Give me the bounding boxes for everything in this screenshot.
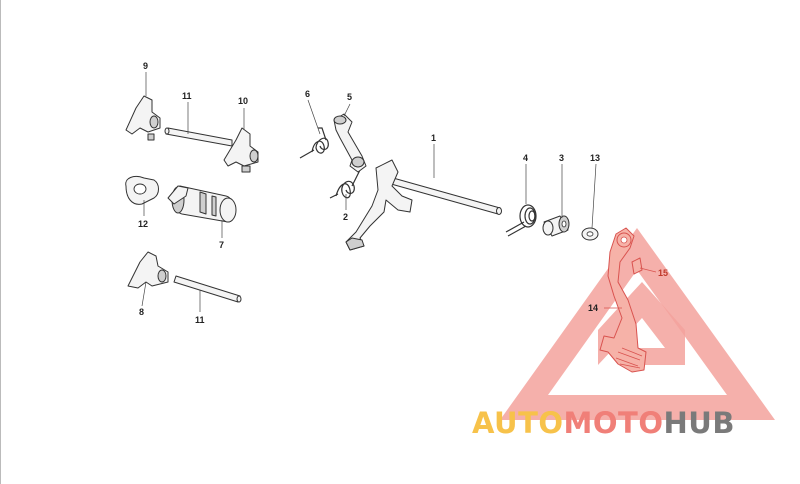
part-8-shift-fork xyxy=(127,251,169,289)
part-3-bush xyxy=(542,215,570,237)
label-part-5: 5 xyxy=(347,92,352,102)
watermark-text-moto: MOTO xyxy=(564,406,664,440)
label-part-11-upper: 11 xyxy=(182,91,192,101)
watermark-logo xyxy=(500,228,775,420)
part-10-shift-fork xyxy=(223,127,259,173)
label-part-8: 8 xyxy=(139,307,144,317)
label-part-1: 1 xyxy=(431,133,436,143)
part-11-fork-shaft-upper xyxy=(164,127,233,147)
part-12-cam-plate xyxy=(125,175,159,205)
label-part-2: 2 xyxy=(343,212,348,222)
part-6-spring xyxy=(299,127,329,159)
watermark-triangle-inner xyxy=(598,282,685,365)
label-part-3: 3 xyxy=(559,153,564,163)
label-part-12: 12 xyxy=(138,219,148,229)
label-part-13: 13 xyxy=(590,153,600,163)
part-9-shift-fork xyxy=(125,95,161,141)
part-15-bolt xyxy=(631,257,643,275)
label-part-10: 10 xyxy=(238,96,248,106)
watermark-triangle-outer xyxy=(500,228,775,420)
leader-lines xyxy=(141,72,657,312)
label-part-15: 15 xyxy=(658,268,668,278)
part-4-return-spring xyxy=(505,204,537,237)
part-14-gear-pedal xyxy=(599,227,647,373)
part-2-spring xyxy=(329,169,361,199)
part-13-washer xyxy=(581,227,599,241)
label-part-6: 6 xyxy=(305,89,310,99)
label-part-14: 14 xyxy=(588,303,598,313)
part-1-shift-shaft xyxy=(345,159,502,251)
label-part-4: 4 xyxy=(523,153,528,163)
part-11-fork-shaft-lower xyxy=(173,275,242,303)
watermark-text-hub: HUB xyxy=(664,406,735,440)
label-part-11-lower: 11 xyxy=(195,315,205,325)
watermark-text-auto: AUTO xyxy=(472,406,564,440)
label-part-9: 9 xyxy=(143,61,148,71)
label-part-7: 7 xyxy=(219,240,224,250)
watermark-text: AUTOMOTOHUB xyxy=(472,406,735,440)
part-7-selector-drum xyxy=(167,185,237,223)
part-5-lever xyxy=(333,113,367,173)
